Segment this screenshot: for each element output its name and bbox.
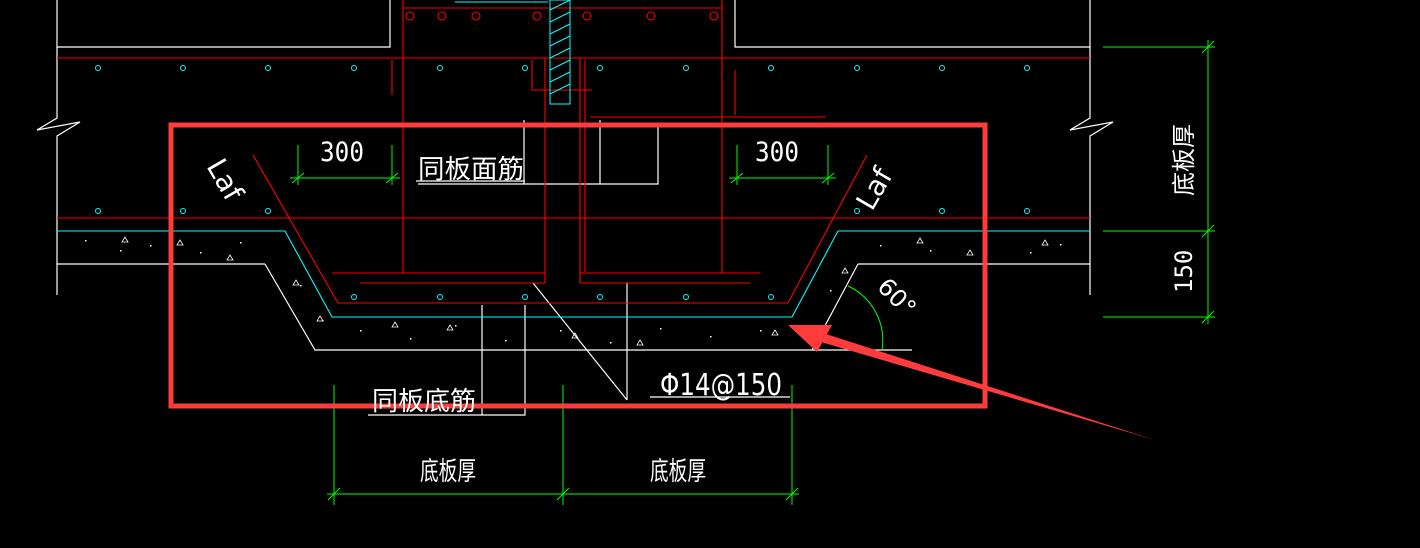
dim-300-right: 300 — [755, 137, 799, 168]
rebar-leader-diagonal — [532, 282, 628, 401]
column-bar-dots — [405, 11, 719, 21]
highlight-box — [168, 122, 988, 409]
left-break-line — [36, 47, 81, 295]
concrete-hatch — [85, 240, 1062, 344]
inner-vert-left — [531, 60, 592, 91]
bottom-rebar-bracket — [368, 305, 526, 416]
dim-300-left: 300 — [320, 137, 364, 168]
cover-line — [57, 230, 1090, 318]
distribution-bars — [95, 65, 1030, 300]
upper-left-wall-outline — [56, 0, 391, 48]
laf-label-left: Laf — [200, 153, 250, 207]
bottom-rebar-label: 同板底筋 — [372, 387, 476, 417]
right-break-line — [1069, 47, 1114, 295]
reinforcement — [57, 0, 1090, 304]
slope-bar-left — [252, 154, 868, 304]
laf-label-right: Laf — [849, 161, 899, 215]
dim-150: 150 — [1170, 250, 1198, 293]
column-hatch — [455, 0, 571, 105]
plate-thickness-label-bottom-right: 底板厚 — [650, 457, 706, 487]
top-rebar-bracket — [418, 125, 659, 185]
column-inner-bar-r — [579, 58, 750, 284]
plate-thickness-label-right: 底板厚 — [1170, 124, 1198, 196]
plate-thickness-label-bottom-left: 底板厚 — [420, 457, 476, 487]
concrete-hatch-triangles — [121, 236, 1049, 346]
upper-right-wall-outline — [734, 0, 1091, 48]
pit-outline — [264, 263, 912, 351]
angle-label: 60° — [872, 272, 922, 322]
annotation-arrow — [788, 325, 1155, 440]
column-inner-bar-l — [360, 58, 546, 284]
concrete-outline — [36, 0, 1114, 416]
column-cage-right — [580, 0, 723, 274]
rebar-spec-label: Φ14@150 — [660, 368, 782, 403]
top-rebar-label: 同板面筋 — [418, 155, 524, 185]
